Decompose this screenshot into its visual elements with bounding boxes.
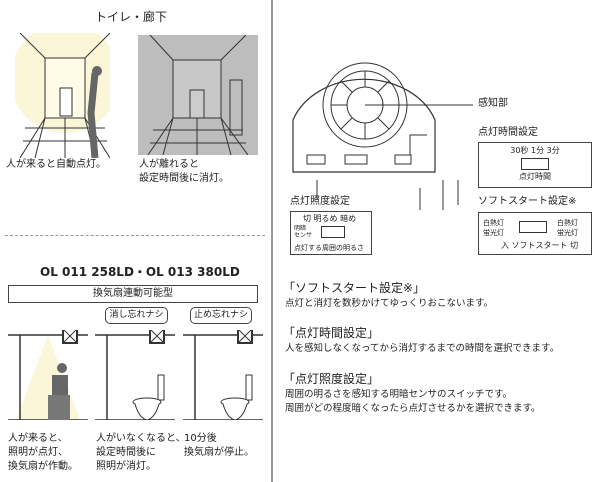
caption-light-on: 人が来ると自動点灯。 <box>6 159 106 170</box>
sensor-device-diagram <box>292 62 473 210</box>
caption-arrive-3: 換気扇が作動。 <box>8 461 78 472</box>
note-text-lux-1: 周囲の明るさを感知する明暗センサのスイッチです。 <box>285 389 513 400</box>
caption-light-off-2: 設定時間後に消灯。 <box>139 173 229 184</box>
soft-switch[interactable] <box>519 221 547 233</box>
soft-left-1: 白熱灯 <box>483 219 504 227</box>
dashed-divider <box>5 235 265 236</box>
note-text-lux-2: 周囲がどの程度暗くなったら点灯させるかを選択できます。 <box>285 403 541 414</box>
toilet-light-on-illustration <box>15 33 110 158</box>
scene-person-arrives <box>8 330 88 420</box>
section-title: トイレ・廊下 <box>95 10 168 24</box>
caption-fan-2: 換気扇が停止。 <box>184 447 254 458</box>
lux-sensor-2: センサ <box>294 232 313 239</box>
time-setting-title: 点灯時間設定 <box>478 127 538 138</box>
soft-right-2: 蛍光灯 <box>557 229 578 237</box>
time-switch[interactable] <box>521 158 549 170</box>
soft-left-2: 蛍光灯 <box>483 229 504 237</box>
note-title-soft: 「ソフトスタート設定※」 <box>283 281 426 295</box>
vertical-divider <box>271 0 273 482</box>
model-numbers: OL 011 258LD・OL 013 380LD <box>40 265 240 279</box>
time-options: 30秒 1分 3分 <box>510 146 560 155</box>
time-label: 点灯時間 <box>519 172 551 181</box>
soft-setting-box: 白熱灯 蛍光灯 白熱灯 蛍光灯 入 ソフトスタート 切 <box>478 212 592 255</box>
badge-no-forget-stop: 止め忘れナシ <box>190 307 252 324</box>
lux-setting-title: 点灯照度設定 <box>290 196 350 207</box>
fan-link-label: 換気扇連動可能型 <box>8 285 258 303</box>
time-setting-box: 30秒 1分 3分 点灯時間 <box>478 142 592 188</box>
lux-label: 点灯する周囲の明るさ <box>294 244 364 252</box>
caption-arrive-2: 照明が点灯、 <box>8 447 68 458</box>
scene-fan-stops <box>183 330 263 420</box>
note-text-time: 人を感知しなくなってから消灯するまでの時間を選択できます。 <box>285 343 560 354</box>
toilet-light-off-illustration <box>138 35 258 155</box>
caption-leave-2: 設定時間後に <box>96 447 156 458</box>
soft-label: 入 ソフトスタート 切 <box>501 241 579 250</box>
lux-switch[interactable] <box>321 226 345 238</box>
badge-no-forget-off: 消し忘れナシ <box>105 307 168 324</box>
caption-light-off-1: 人が離れると <box>139 159 199 170</box>
caption-leave-3: 照明が消灯。 <box>96 461 156 472</box>
note-title-time: 「点灯時間設定」 <box>283 326 380 340</box>
lux-setting-box: 切 明るめ 暗め 明暗 センサ 点灯する周囲の明るさ <box>290 211 372 255</box>
note-title-lux: 「点灯照度設定」 <box>283 372 380 386</box>
soft-setting-title: ソフトスタート設定※ <box>478 196 577 207</box>
caption-fan-1: 10分後 <box>184 433 217 444</box>
soft-right-1: 白熱灯 <box>557 219 578 227</box>
note-text-soft: 点灯と消灯を数秒かけてゆっくりおこないます。 <box>285 298 494 309</box>
sensor-label: 感知部 <box>478 98 508 109</box>
lux-options: 切 明るめ 暗め <box>303 214 357 223</box>
caption-leave-1: 人がいなくなると、 <box>96 433 186 444</box>
lux-sensor-1: 明暗 <box>294 225 307 232</box>
scene-person-leaves <box>95 330 175 420</box>
caption-arrive-1: 人が来ると、 <box>8 433 68 444</box>
